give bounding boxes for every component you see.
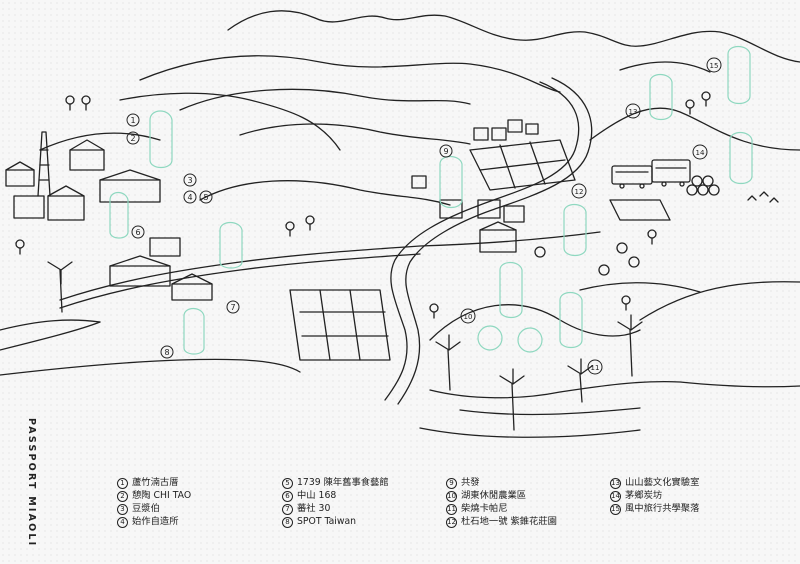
log-pile [686,175,720,196]
legend-number: 8 [282,517,293,528]
map-marker-5[interactable]: 5 [199,190,213,204]
svg-text:12: 12 [575,188,584,196]
map-marker-12[interactable]: 12 [571,183,587,199]
svg-text:9: 9 [443,147,448,156]
legend-label: 杜石地一號 紫錐花莊園 [461,516,557,527]
map-marker-3[interactable]: 3 [183,173,197,187]
trees [15,91,711,319]
legend-label: 1739 陳年舊事食藝館 [297,477,389,488]
flowers [534,242,640,276]
map-marker-1[interactable]: 1 [126,113,140,127]
river [119,77,593,405]
legend-number: 10 [446,491,457,502]
legend-label: 山山藝文化實驗室 [625,477,700,488]
legend-label: 中山 168 [297,490,337,501]
legend-label: 蕃社 30 [297,503,331,514]
legend-item: 1 蘆竹湳古厝 [117,476,191,489]
legend-number: 13 [610,478,621,489]
svg-text:3: 3 [187,176,192,185]
map-title: PASSPORT MIAOLI [26,418,37,548]
map-marker-8[interactable]: 8 [160,345,174,359]
svg-text:7: 7 [230,303,235,312]
legend-label: 始作自造所 [132,516,179,527]
farm-fields [289,139,701,361]
legend-item: 4 始作自造所 [117,515,191,528]
map-marker-10[interactable]: 10 [460,308,476,324]
legend-column-3: 9 共發 10 湖東休閒農業區 11 柴燒卡帕尼 12 杜石地一號 紫錐花莊園 [446,476,557,528]
legend-label: 共發 [461,477,480,488]
roads [0,231,601,331]
svg-text:1: 1 [130,116,135,125]
legend-column-2: 5 1739 陳年舊事食藝館 6 中山 168 7 蕃社 30 8 SPOT Taiwa… [282,476,389,528]
map-marker-4[interactable]: 4 [183,190,197,204]
svg-text:2: 2 [130,134,135,143]
legend-number: 14 [610,491,621,502]
legend-number: 11 [446,504,457,515]
svg-text:14: 14 [696,149,705,157]
legend-label: 憩陶 CHI TAO [132,490,192,501]
legend-item: 10 湖東休閒農業區 [446,489,557,502]
legend-label: 風中旅行共學聚落 [625,503,700,514]
buildings-left [5,139,213,301]
legend-column-1: 1 蘆竹湳古厝 2 憩陶 CHI TAO 3 豆漿伯 4 始作自造所 [117,476,191,528]
legend-number: 5 [282,478,293,489]
factory-chimney [37,131,51,197]
train [611,159,691,189]
wind-turbines [47,261,643,431]
legend-number: 1 [117,478,128,489]
legend-item: 8 SPOT Taiwan [282,515,389,528]
mascots [109,45,753,355]
legend-column-4: 13 山山藝文化實驗室 14 茅鄉炭坊 15 風中旅行共學聚落 [610,476,699,515]
map-markers: 1 2 3 4 5 6 7 8 9 10 11 12 13 14 15 [126,57,722,375]
legend-number: 7 [282,504,293,515]
map-marker-11[interactable]: 11 [587,359,603,375]
legend-number: 4 [117,517,128,528]
map-marker-2[interactable]: 2 [126,131,140,145]
lower-hills [0,281,800,438]
svg-text:11: 11 [591,364,600,372]
legend-label: 蘆竹湳古厝 [132,477,179,488]
svg-text:10: 10 [464,313,473,321]
map-marker-14[interactable]: 14 [692,144,708,160]
legend-item: 7 蕃社 30 [282,502,389,515]
legend-number: 2 [117,491,128,502]
svg-text:5: 5 [203,193,208,202]
legend-item: 6 中山 168 [282,489,389,502]
legend-item: 11 柴燒卡帕尼 [446,502,557,515]
map-marker-9[interactable]: 9 [439,144,453,158]
legend-label: 湖東休閒農業區 [461,490,527,501]
legend-number: 3 [117,504,128,515]
legend-label: 柴燒卡帕尼 [461,503,508,514]
legend-label: 茅鄉炭坊 [625,490,663,501]
legend-item: 12 杜石地一號 紫錐花莊園 [446,515,557,528]
legend-label: SPOT Taiwan [297,516,357,527]
legend-item: 9 共發 [446,476,557,489]
svg-text:15: 15 [710,62,719,70]
svg-text:4: 4 [187,193,192,202]
map-marker-15[interactable]: 15 [706,57,722,73]
legend-item: 5 1739 陳年舊事食藝館 [282,476,389,489]
buildings-center [411,119,539,253]
legend-item: 14 茅鄉炭坊 [610,489,699,502]
map-marker-13[interactable]: 13 [625,103,641,119]
legend-item: 2 憩陶 CHI TAO [117,489,191,502]
legend-item: 13 山山藝文化實驗室 [610,476,699,489]
legend-label: 豆漿伯 [132,503,160,514]
legend-number: 15 [610,504,621,515]
map-marker-7[interactable]: 7 [226,300,240,314]
legend-number: 6 [282,491,293,502]
svg-text:13: 13 [629,108,638,116]
svg-text:8: 8 [164,348,169,357]
legend-number: 12 [446,517,457,528]
birds [747,191,779,203]
legend-item: 3 豆漿伯 [117,502,191,515]
legend-number: 9 [446,478,457,489]
svg-text:6: 6 [135,228,140,237]
map-marker-6[interactable]: 6 [131,225,145,239]
legend-item: 15 風中旅行共學聚落 [610,502,699,515]
